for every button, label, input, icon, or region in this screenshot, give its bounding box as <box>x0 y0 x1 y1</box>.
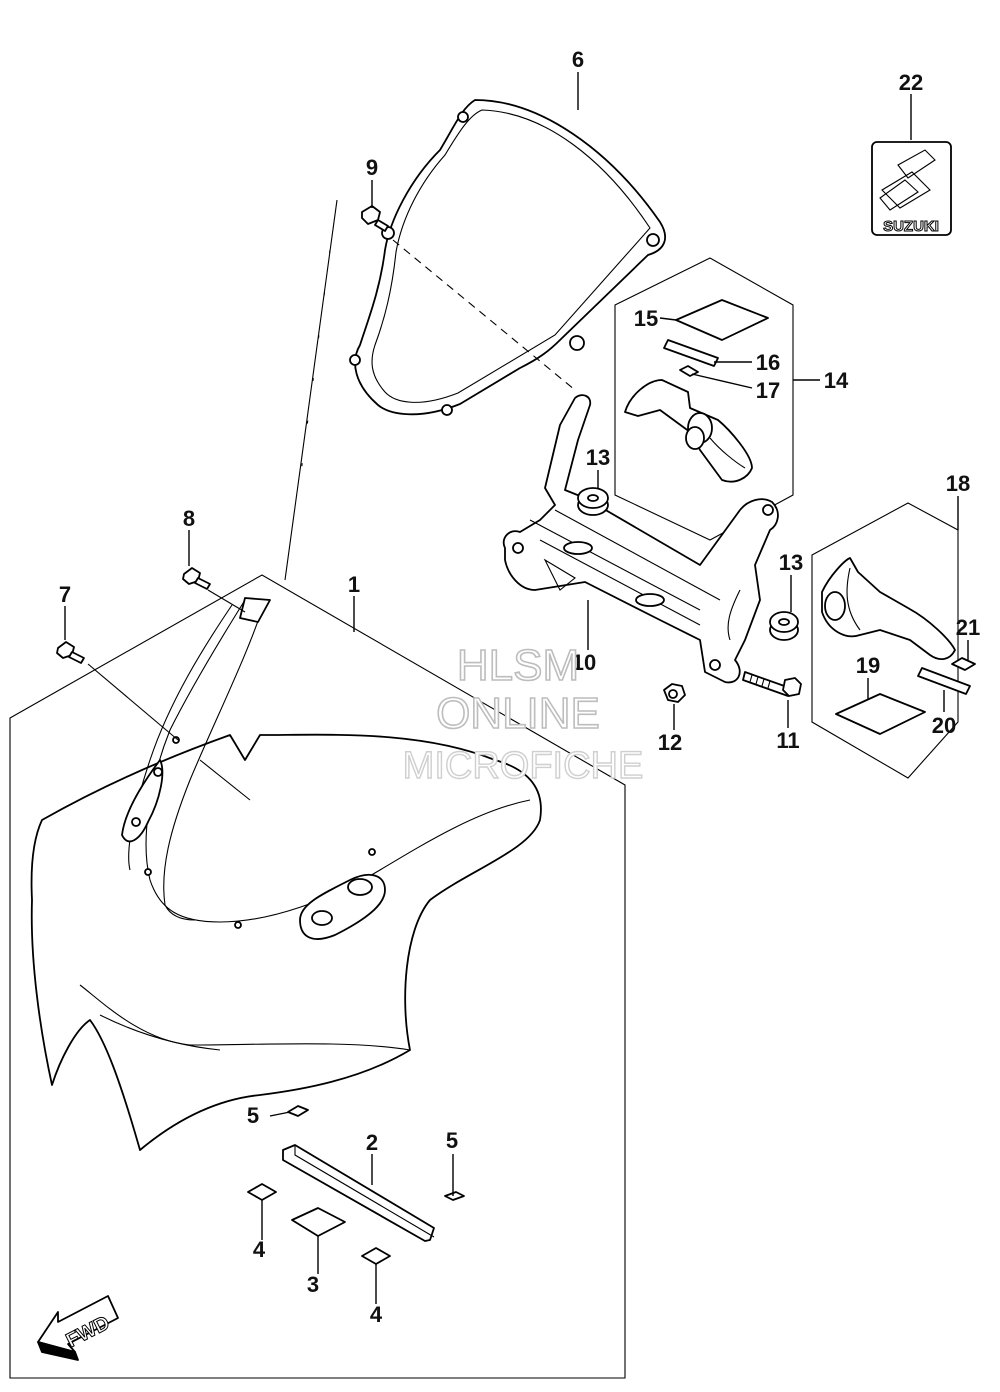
strip-20 <box>917 667 971 695</box>
callout-13a: 13 <box>586 445 610 470</box>
callout-6: 6 <box>572 47 584 72</box>
callout-7: 7 <box>59 582 71 607</box>
pad-19 <box>835 693 926 735</box>
strip-16 <box>663 339 719 367</box>
pad-17 <box>679 365 699 377</box>
fairing-bracket <box>502 394 779 684</box>
grommet-13b <box>769 611 799 641</box>
callout-22: 22 <box>899 70 923 95</box>
watermark: HLSM ONLINE MICROFICHE <box>402 640 644 788</box>
nut-12 <box>663 683 686 703</box>
bracket-18-part <box>821 557 956 661</box>
bolt-11 <box>742 671 802 697</box>
pad-4b <box>361 1247 391 1265</box>
pad-5b <box>444 1191 465 1201</box>
mount-dashed-line <box>392 239 576 391</box>
group-14-boundary <box>614 257 794 541</box>
pad-15 <box>675 299 769 341</box>
callout-9: 9 <box>366 155 378 180</box>
group-1-boundary <box>9 574 626 1379</box>
pad-21 <box>951 657 976 671</box>
screw-9 <box>361 205 389 232</box>
front-cowl <box>30 597 542 1151</box>
screw-8 <box>182 567 211 590</box>
callout-2: 2 <box>366 1130 378 1155</box>
grommet-13a <box>577 487 609 516</box>
callout-21: 21 <box>956 615 980 640</box>
emblem-22: SUZUKI <box>871 141 952 236</box>
watermark-line1: HLSM <box>457 641 579 690</box>
strip-2 <box>282 1144 435 1242</box>
bracket-14-part <box>624 379 753 483</box>
leader-lines <box>64 72 969 1304</box>
fwd-arrow: FWD <box>37 1295 119 1361</box>
callout-14: 14 <box>824 368 849 393</box>
callout-11: 11 <box>776 728 799 753</box>
callout-16: 16 <box>756 350 780 375</box>
watermark-line2: ONLINE <box>436 689 600 738</box>
callout-13b: 13 <box>779 550 803 575</box>
callout-18: 18 <box>946 471 970 496</box>
pad-5a <box>287 1105 309 1117</box>
callout-3: 3 <box>307 1272 319 1297</box>
watermark-line3: MICROFICHE <box>403 745 644 787</box>
callout-1: 1 <box>348 572 360 597</box>
callout-5a: 5 <box>247 1103 259 1128</box>
pad-4a <box>247 1183 277 1201</box>
callout-10: 10 <box>572 650 596 675</box>
callout-15: 15 <box>634 306 658 331</box>
callout-20: 20 <box>932 713 956 738</box>
callout-17: 17 <box>756 378 780 403</box>
callout-labels: 1 2 3 4 4 5 5 6 7 8 9 10 11 12 13 13 14 … <box>59 47 980 1327</box>
callout-4b: 4 <box>370 1302 383 1327</box>
group-18-boundary <box>811 502 959 779</box>
callout-8: 8 <box>183 506 195 531</box>
callout-4a: 4 <box>253 1237 266 1262</box>
screw-7 <box>56 641 85 664</box>
emblem-text: SUZUKI <box>883 218 939 235</box>
pad-3 <box>291 1207 346 1237</box>
callout-12: 12 <box>658 730 682 755</box>
callout-19: 19 <box>856 653 880 678</box>
windscreen <box>349 99 666 416</box>
callout-5b: 5 <box>446 1128 458 1153</box>
